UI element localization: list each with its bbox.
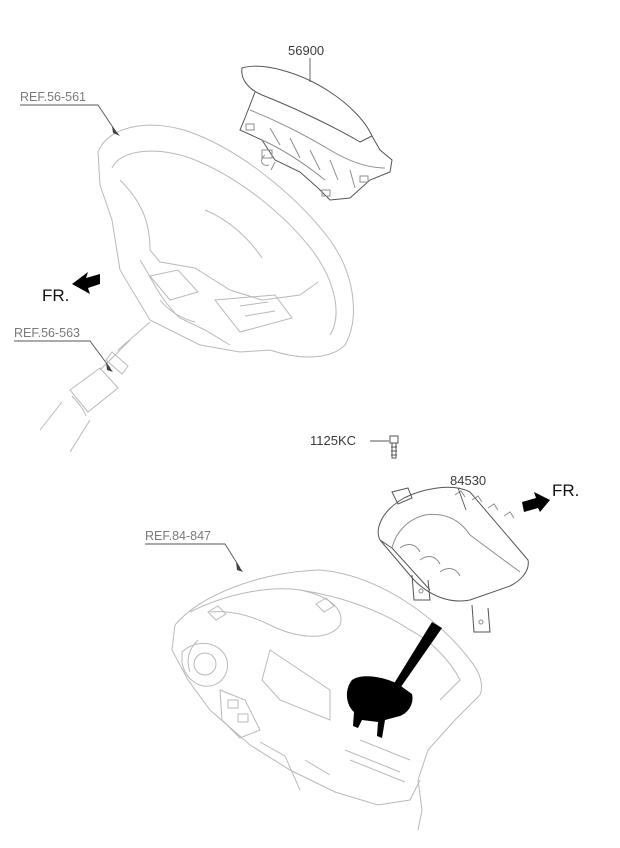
label-part-56900: 56900 [288, 43, 325, 58]
label-fr-right: FR. [552, 481, 580, 500]
label-ref-56-561: REF.56-561 [20, 90, 87, 104]
driver-airbag-module [239, 65, 393, 201]
label-part-84530: 84530 [450, 473, 487, 488]
passenger-airbag-module [377, 486, 529, 633]
label-ref-84-847: REF.84-847 [145, 529, 212, 543]
label-ref-56-563: REF.56-563 [14, 326, 81, 340]
leader-lines [14, 58, 467, 572]
steering-column [39, 321, 151, 453]
label-fr-left: FR. [42, 286, 70, 305]
steering-wheel [97, 124, 354, 358]
bolt-1125kc [389, 435, 399, 459]
passenger-airbag-location-highlight [346, 622, 442, 738]
front-direction-arrow-right [522, 492, 550, 512]
label-part-1125kc: 1125KC [310, 433, 357, 448]
front-direction-arrow-left [72, 272, 100, 294]
dashboard [171, 569, 483, 831]
